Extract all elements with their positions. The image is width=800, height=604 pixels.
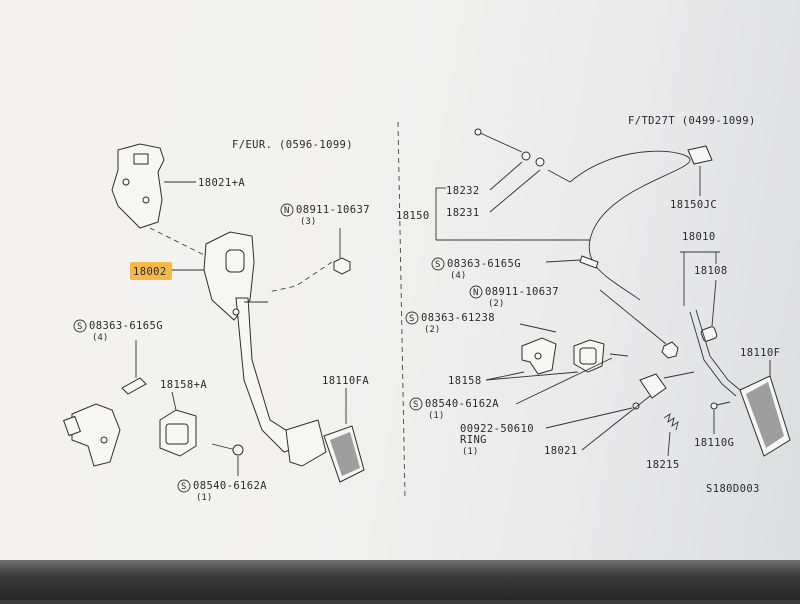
bolt-left-part: [121, 377, 147, 395]
accelerator-cable-part: [474, 128, 713, 301]
label-18110g: 18110G: [694, 437, 734, 449]
bolt-right-part: [579, 255, 599, 269]
label-ring-qty: (1): [462, 447, 478, 457]
label-18108: 18108: [694, 265, 728, 277]
label-18232: 18232: [446, 185, 480, 197]
n-prefix-right: N: [473, 288, 478, 298]
label-18002: 18002: [133, 266, 167, 278]
s-prefix-left-screw: S: [181, 482, 186, 492]
label-18110f: 18110F: [740, 347, 780, 359]
pedal-assembly-18002-part: [203, 231, 327, 467]
right-section-title: F/TD27T (0499-1099): [628, 115, 756, 127]
label-bolt-08363-right: 08363-6165G: [447, 258, 521, 270]
label-18021-right: 18021: [544, 445, 578, 457]
pad-18158-part: [573, 339, 605, 373]
label-screw-qty-right: (1): [428, 411, 444, 421]
label-nut-08911-right: 08911-10637: [485, 286, 559, 298]
label-screw-qty-left: (1): [196, 493, 212, 503]
label-18002-highlight: [130, 262, 172, 280]
label-bolt-08363-61238: 08363-61238: [421, 312, 495, 324]
label-18158a: 18158+A: [160, 379, 207, 391]
label-bolt-qty-right: (4): [450, 271, 466, 281]
s-prefix-right-bolt2: S: [409, 314, 414, 324]
label-ring-00922: 00922-50610: [460, 423, 534, 435]
label-ring-word: RING: [460, 434, 487, 446]
section-divider: [397, 121, 406, 499]
label-18150: 18150: [396, 210, 430, 222]
bracket-18021a-part: [111, 143, 165, 229]
label-screw-08540-right: 08540-6162A: [425, 398, 499, 410]
label-nut-qty-left: (3): [300, 217, 316, 227]
switch-bracket-left-part: [62, 403, 121, 467]
label-bolt-08363-left: 08363-6165G: [89, 320, 163, 332]
s-prefix-right-screw: S: [413, 400, 418, 410]
label-18021a: 18021+A: [198, 177, 245, 189]
label-bolt2-qty: (2): [424, 325, 440, 335]
pad-18158a-part: [159, 409, 197, 457]
pedal-pad-18110f-part: [739, 375, 791, 457]
label-18158-right: 18158: [448, 375, 482, 387]
label-18231: 18231: [446, 207, 480, 219]
spring-18215-part: [663, 412, 679, 431]
stopper-18108-part: [700, 326, 718, 342]
monitor-bezel: [0, 560, 800, 600]
pedal-arm-right-part: [632, 309, 741, 410]
label-screw-08540-left: 08540-6162A: [193, 480, 267, 492]
s-prefix-right-bolt: S: [435, 260, 440, 270]
switch-bracket-right-part: [521, 337, 557, 375]
label-bolt-qty-left: (4): [92, 333, 108, 343]
label-18010: 18010: [682, 231, 716, 243]
label-18150jc: 18150JC: [670, 199, 717, 211]
drawing-code: S180D003: [706, 483, 760, 495]
screw-left-part: [211, 443, 244, 456]
label-18110fa: 18110FA: [322, 375, 369, 387]
left-section-title: F/EUR. (0596-1099): [232, 139, 353, 151]
stopper-18110g-part: [710, 401, 731, 410]
nut-right-part: [661, 341, 679, 359]
label-18215: 18215: [646, 459, 680, 471]
n-prefix-left: N: [284, 206, 289, 216]
label-nut-08911-left: 08911-10637: [296, 204, 370, 216]
pedal-pad-18110fa-part: [323, 425, 365, 483]
nut-left-part: [333, 257, 351, 275]
label-nut-qty-right: (2): [488, 299, 504, 309]
s-prefix-left-bolt: S: [77, 322, 82, 332]
